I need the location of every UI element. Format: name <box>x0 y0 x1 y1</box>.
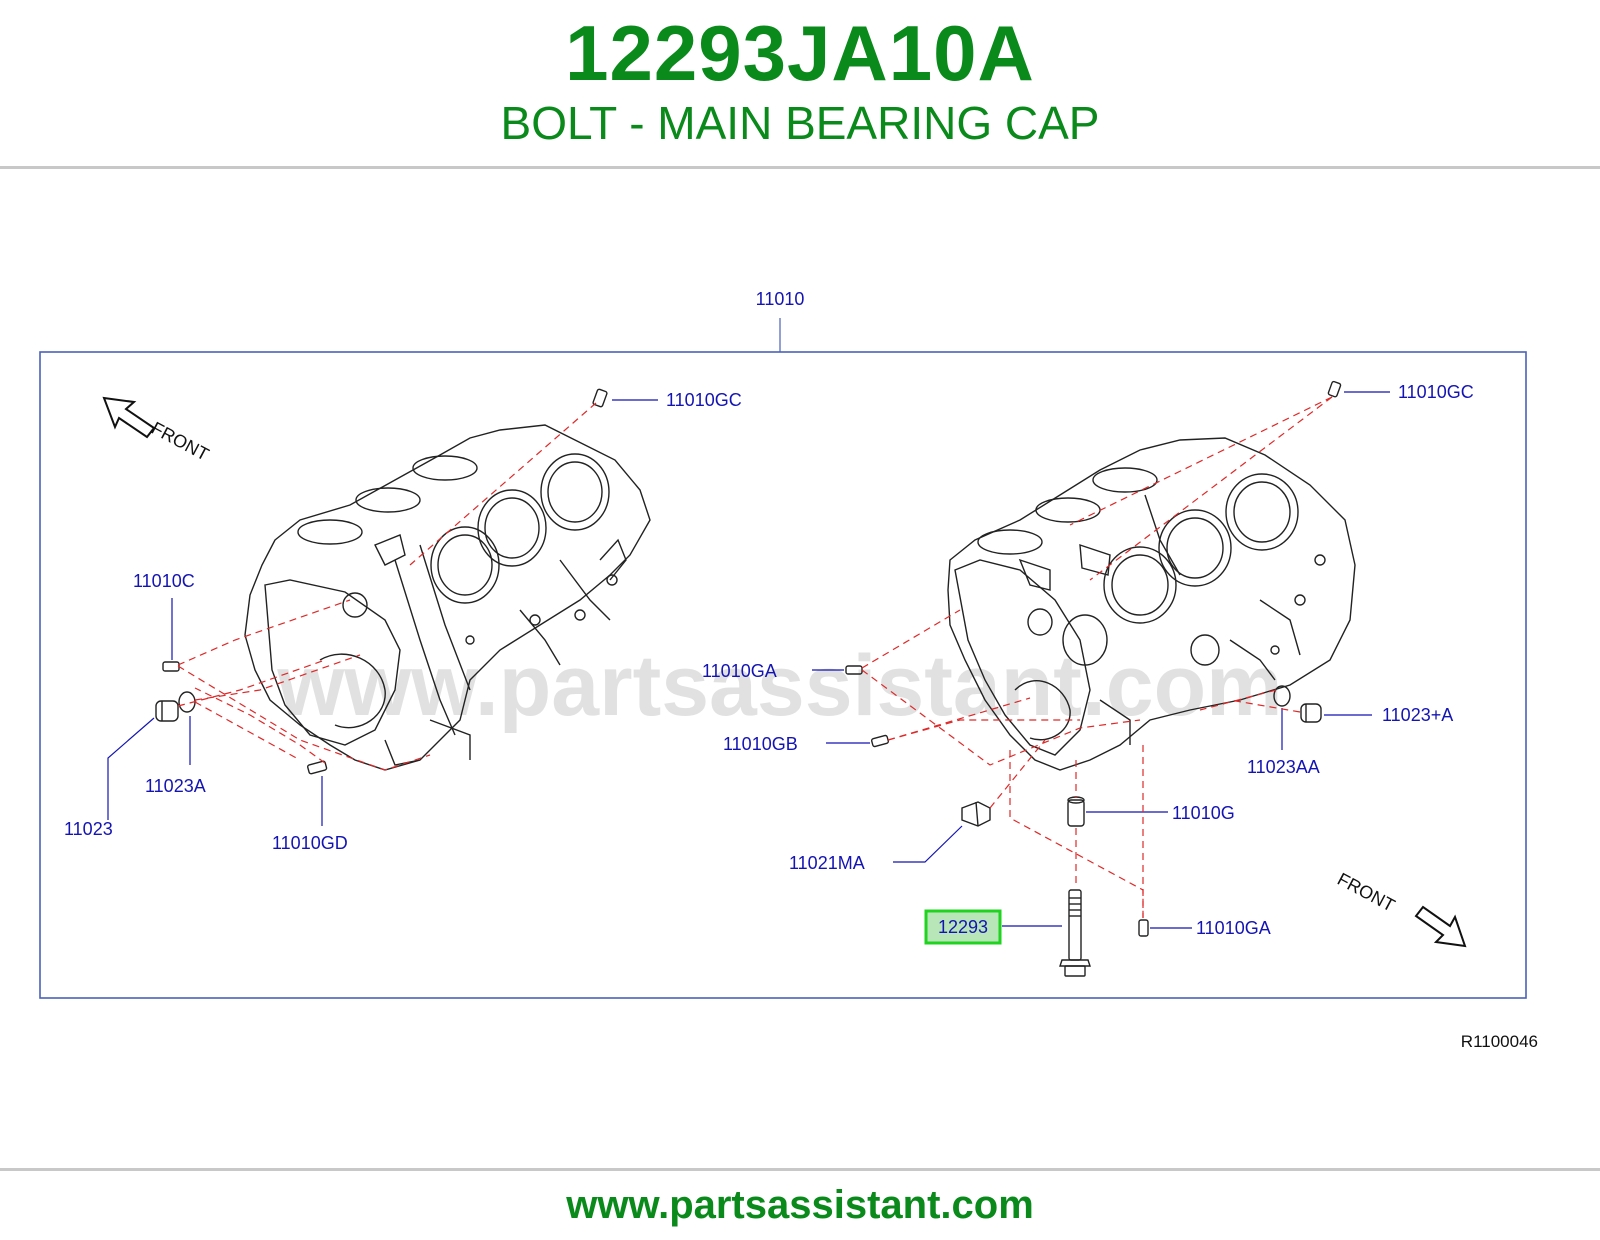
label-11010gc-right: 11010GC <box>1398 382 1474 402</box>
label-11023-plus-a: 11023+A <box>1382 705 1453 725</box>
footer-divider <box>0 1168 1600 1171</box>
page-title: 12293JA10A <box>565 9 1035 97</box>
label-11010gd: 11010GD <box>272 833 348 853</box>
group-frame <box>39 351 1527 999</box>
right-leaders <box>812 391 1390 929</box>
label-11023a: 11023A <box>145 776 206 796</box>
header: 12293JA10A BOLT - MAIN BEARING CAP <box>0 0 1600 168</box>
highlight-box[interactable] <box>924 909 1002 945</box>
left-dashed-lines <box>177 402 597 771</box>
exploded-diagram: www.partsassistant.com 11010 FRONT FRONT <box>39 289 1538 1051</box>
header-divider <box>0 166 1600 169</box>
label-11010c: 11010C <box>133 571 195 591</box>
front-arrow-icon <box>102 396 156 439</box>
footer-website[interactable]: www.partsassistant.com <box>566 1183 1034 1227</box>
left-leaders <box>107 399 658 826</box>
group-label: 11010 <box>756 289 805 309</box>
main-bearing-cap-bolt <box>1059 889 1091 977</box>
diagram-reference: R1100046 <box>1461 1032 1538 1051</box>
label-12293-highlighted[interactable]: 12293 <box>938 917 988 937</box>
left-cylinder-block <box>244 424 651 771</box>
label-11010gc-left: 11010GC <box>666 390 742 410</box>
watermark-text: www.partsassistant.com <box>276 638 1282 734</box>
front-label-right: FRONT <box>1334 869 1398 916</box>
label-11010gb: 11010GB <box>723 734 798 754</box>
right-cylinder-block <box>947 437 1356 771</box>
part-description: BOLT - MAIN BEARING CAP <box>500 97 1100 149</box>
front-arrow-icon <box>1414 905 1467 948</box>
label-11010ga-lower: 11010GA <box>1196 918 1271 938</box>
label-11023aa: 11023AA <box>1247 757 1320 777</box>
front-label-left: FRONT <box>148 418 212 465</box>
label-11010g: 11010G <box>1172 803 1235 823</box>
label-11010ga-upper: 11010GA <box>702 661 777 681</box>
label-11021ma: 11021MA <box>789 853 865 873</box>
left-small-parts <box>155 388 608 775</box>
right-small-parts <box>845 380 1342 977</box>
label-11023: 11023 <box>64 819 113 839</box>
right-dashed-lines <box>861 396 1333 918</box>
